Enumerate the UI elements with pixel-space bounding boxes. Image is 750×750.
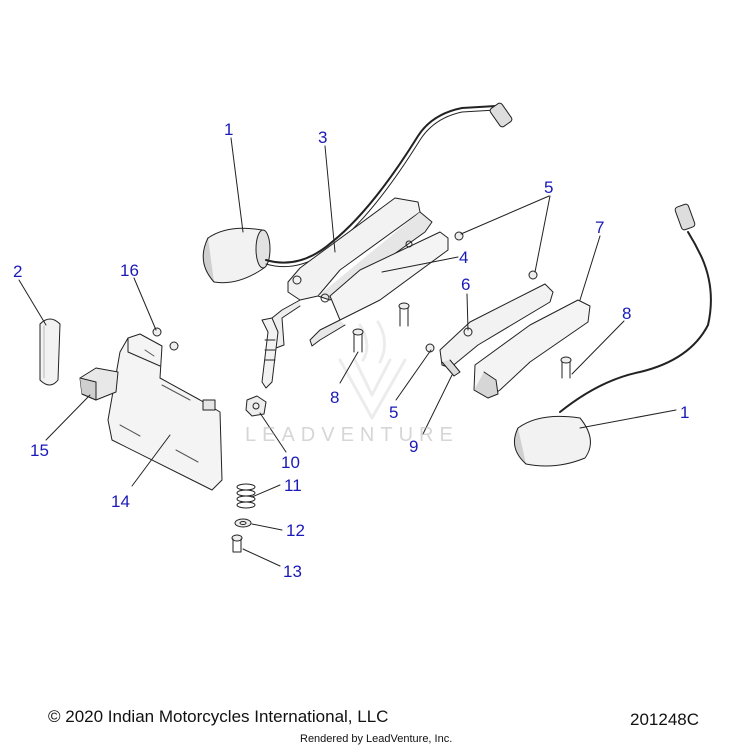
leadventure-logo [338,320,407,420]
callout-8-left: 8 [330,388,340,407]
nut-10 [245,395,267,417]
callout-12: 12 [286,521,305,540]
license-plate-bracket-14 [107,333,223,491]
callout-10: 10 [281,453,300,472]
turn-signal-lamp-upper [202,102,513,284]
callout-5-lower: 5 [389,403,399,422]
callout-15: 15 [30,441,49,460]
copyright-text: © 2020 Indian Motorcycles International,… [48,707,389,726]
mounting-bracket-3 [261,197,433,389]
callout-16: 16 [120,261,139,280]
washer-12 [234,518,252,528]
spring-11 [236,483,256,509]
callout-8-right: 8 [622,304,632,323]
callout-4: 4 [459,248,469,267]
callout-6: 6 [461,275,471,294]
license-light-15 [79,367,119,401]
leader-lines [18,137,677,567]
callout-14: 14 [111,492,130,511]
screw-13 [231,534,243,553]
bracket-cover-7 [473,299,591,399]
mounting-bracket-4 [309,231,449,347]
reflector-2 [39,318,61,386]
callout-1-upper: 1 [224,120,234,139]
diagram-code: 201248C [630,710,700,729]
mounting-bracket-6 [439,283,554,377]
screw-8 [352,302,572,379]
callout-9: 9 [409,437,419,456]
rendered-by-text: Rendered by LeadVenture, Inc. [300,733,453,745]
watermark-text: LEADVENTURE [245,424,459,446]
callout-11: 11 [284,476,302,495]
bolt-5-upper [425,231,538,353]
callout-3: 3 [318,128,328,147]
turn-signal-lamp-lower [513,203,712,467]
nut-16 [152,327,179,351]
callout-13: 13 [283,562,302,581]
callout-5-upper: 5 [544,178,554,197]
callout-2: 2 [13,262,23,281]
callout-1-lower: 1 [680,403,690,422]
callout-7: 7 [595,218,605,237]
